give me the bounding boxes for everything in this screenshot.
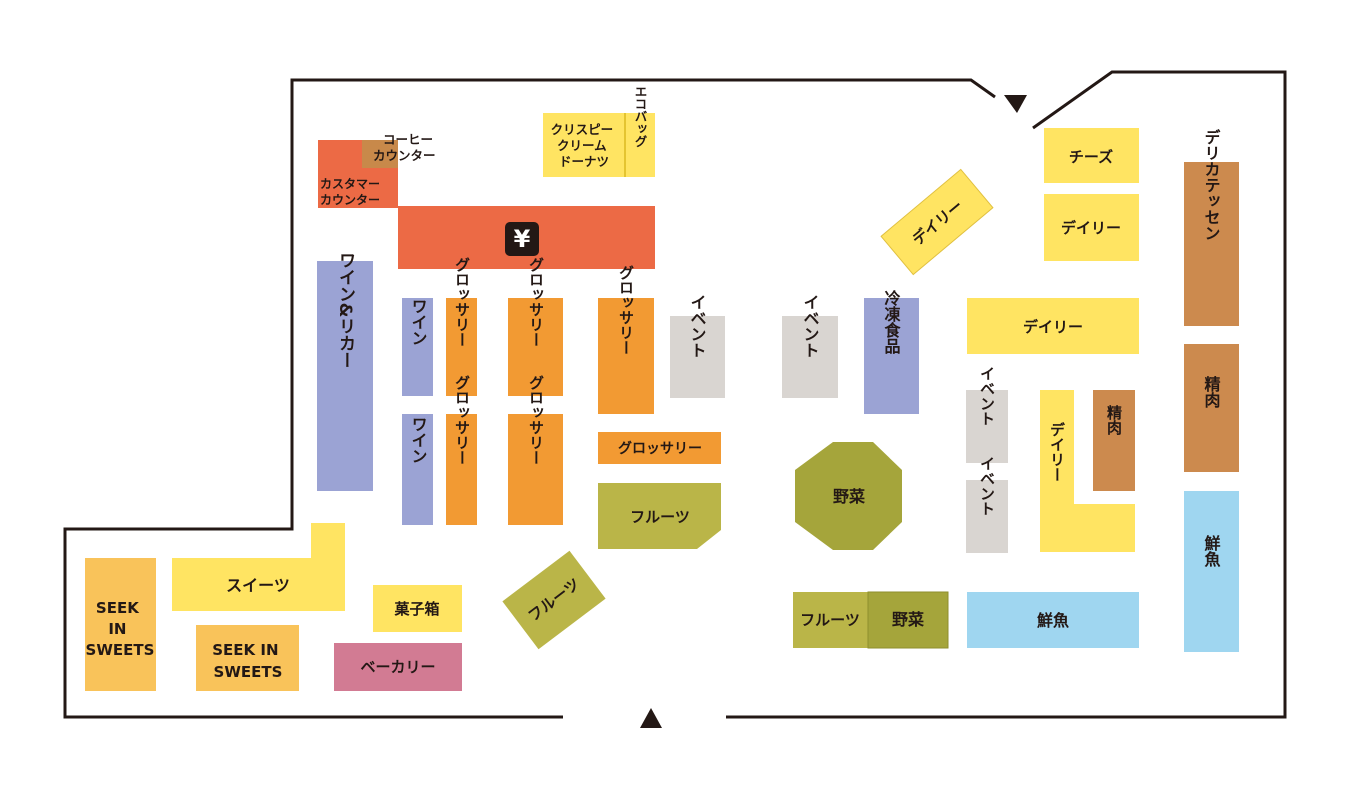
seek-in-sweets-label: SEEK IN SWEETS	[212, 641, 284, 681]
meat-section[interactable]	[1093, 390, 1135, 491]
seek-in-sweets-section[interactable]	[85, 558, 156, 691]
grocery-label: グロッサリー	[527, 375, 545, 465]
bakery-section[interactable]	[334, 643, 462, 691]
vegetable-island[interactable]	[795, 442, 902, 550]
wine-label: ワイン	[409, 298, 428, 346]
seek-in-sweets-section[interactable]	[196, 625, 299, 691]
eco-bag-section[interactable]	[625, 113, 655, 177]
event-label: イベント	[978, 456, 996, 516]
event-label: イベント	[801, 294, 820, 358]
daily-section[interactable]	[1040, 390, 1135, 552]
wine-section[interactable]	[402, 298, 433, 396]
entrance-arrow-icon[interactable]	[640, 708, 662, 728]
daily-section[interactable]	[1044, 194, 1139, 261]
yen-icon	[505, 222, 539, 256]
wine-label: ワイン	[409, 416, 428, 464]
krispy-kreme-section[interactable]	[543, 113, 625, 177]
grocery-section[interactable]	[446, 298, 477, 396]
grocery-section[interactable]	[598, 298, 654, 414]
grocery-section[interactable]	[598, 432, 721, 464]
coffee-counter-label: コーヒー カウンター	[373, 132, 437, 163]
candy-box-label: 菓子箱	[393, 600, 439, 618]
grocery-label: グロッサリー	[527, 257, 545, 347]
wine-liquor-label: ワイン&リカー	[335, 252, 355, 369]
meat-label: 精肉	[1202, 375, 1221, 409]
grocery-section[interactable]	[508, 414, 563, 525]
fish-section[interactable]	[1184, 491, 1239, 652]
fruit-label: フルーツ	[800, 611, 860, 629]
grocery-label: グロッサリー	[617, 265, 635, 355]
cheese-section[interactable]	[1044, 128, 1139, 183]
vegetable-label: 野菜	[892, 610, 924, 629]
candy-box-section[interactable]	[373, 585, 462, 632]
delicatessen-label: デリカテッセン	[1202, 128, 1221, 241]
fruit-label: フルーツ	[630, 508, 690, 526]
grocery-label: グロッサリー	[618, 440, 702, 457]
event-label: イベント	[978, 366, 996, 426]
coffee-counter[interactable]	[362, 140, 398, 168]
grocery-label: グロッサリー	[453, 257, 471, 347]
daily-label: デイリー	[1023, 318, 1083, 336]
meat-label: 精肉	[1105, 404, 1123, 436]
entrance-arrow-icon[interactable]	[1004, 95, 1027, 113]
wine-section[interactable]	[402, 414, 433, 525]
eco-bag-label: エコバッグ	[633, 85, 648, 148]
daily-section[interactable]	[880, 168, 994, 276]
delicatessen-section[interactable]	[1184, 162, 1239, 326]
daily-section[interactable]	[967, 298, 1139, 354]
fish-label: 鮮魚	[1202, 534, 1221, 568]
event-section[interactable]	[966, 390, 1008, 463]
daily-label: デイリー	[1048, 421, 1066, 482]
customer-counter-label: カスタマー カウンター	[320, 177, 384, 207]
fruit-section[interactable]	[598, 483, 721, 549]
seek-in-sweets-label: SEEK IN SWEETS	[86, 599, 155, 659]
grocery-section[interactable]	[508, 298, 563, 396]
vegetable-label: 野菜	[833, 487, 865, 506]
wine-liquor-section[interactable]	[317, 261, 373, 491]
store-wall	[63, 70, 1287, 719]
event-section[interactable]	[966, 480, 1008, 553]
frozen-food-section[interactable]	[864, 298, 919, 414]
daily-label: デイリー	[1061, 219, 1121, 237]
vegetable-section[interactable]	[867, 591, 949, 649]
grocery-section[interactable]	[446, 414, 477, 525]
fish-label: 鮮魚	[1037, 611, 1069, 630]
fruit-section[interactable]	[793, 592, 868, 648]
bakery-label: ベーカリー	[360, 658, 435, 676]
yen-icon-label: ¥	[514, 225, 531, 253]
frozen-food-label: 冷凍食品	[882, 289, 902, 355]
sweets-section[interactable]	[172, 523, 345, 611]
meat-section[interactable]	[1184, 344, 1239, 472]
krispy-kreme-label: クリスピー クリーム ドーナツ	[551, 122, 618, 169]
sweets-label: スイーツ	[226, 576, 290, 595]
fruit-section[interactable]	[502, 550, 606, 650]
grocery-label: グロッサリー	[453, 375, 471, 465]
event-section[interactable]	[670, 316, 725, 398]
event-label: イベント	[688, 294, 707, 358]
cheese-label: チーズ	[1069, 148, 1113, 166]
event-section[interactable]	[782, 316, 838, 398]
fish-section[interactable]	[967, 592, 1139, 648]
